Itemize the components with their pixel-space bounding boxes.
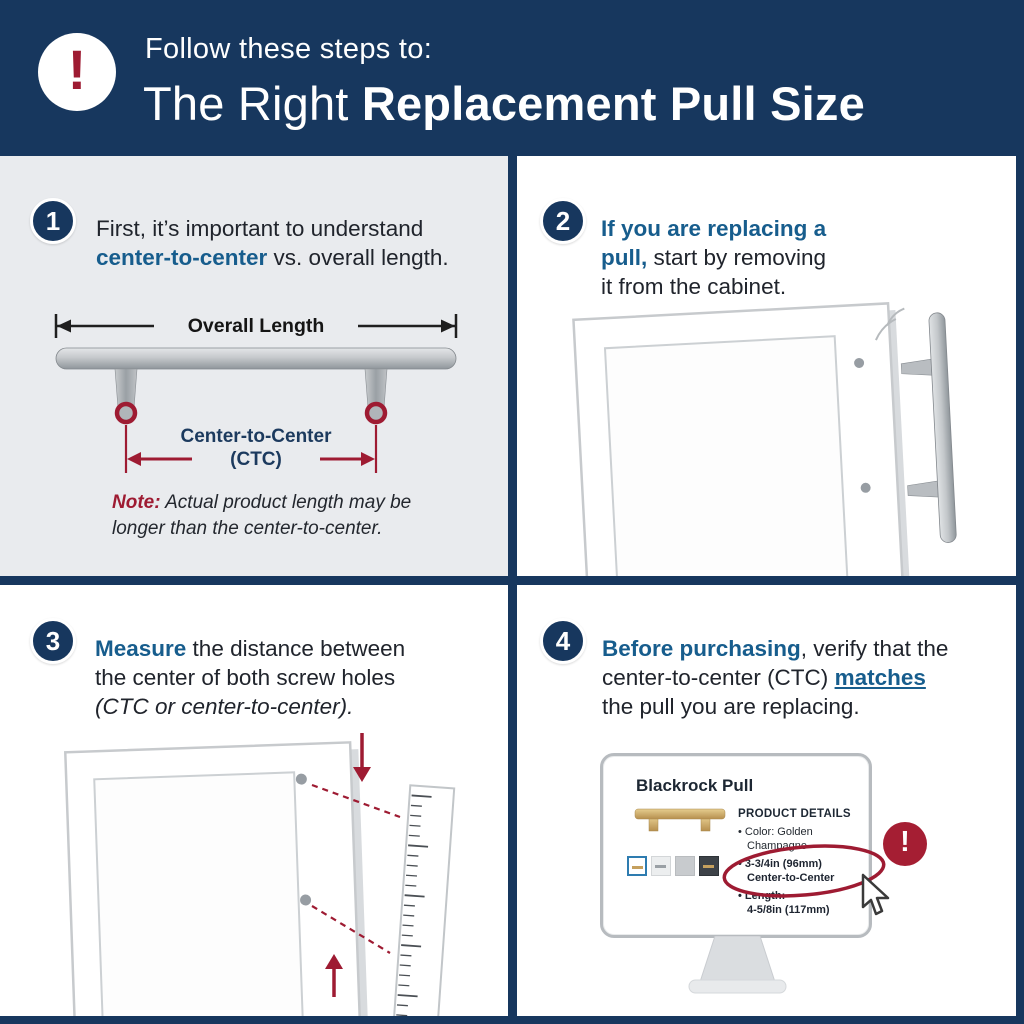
- ctc-label: Center-to-Center: [181, 426, 333, 447]
- step1-text: First, it’s important to understand cent…: [96, 214, 449, 272]
- step1-line2-rest: vs. overall length.: [267, 245, 449, 270]
- step3-measure-term: Measure: [95, 636, 187, 661]
- page-title-bold: Replacement Pull Size: [361, 77, 865, 130]
- note-label: Note:: [112, 492, 161, 513]
- screw-ring-left: [114, 401, 138, 425]
- thumbnail-row: [627, 856, 719, 876]
- ctc-highlight-circle: [722, 844, 886, 898]
- door-inner-panel: [603, 335, 850, 576]
- ruler-body: [392, 784, 456, 1016]
- step2-line3: it from the cabinet.: [601, 274, 787, 299]
- thumbnail-4-pull: [703, 865, 714, 868]
- thumbnail-3: [675, 856, 695, 876]
- measurement-guides: [311, 733, 401, 997]
- horizontal-divider: [0, 576, 1024, 585]
- vertical-divider: [508, 156, 517, 1024]
- step4-line3: the pull you are replacing.: [602, 694, 860, 719]
- step4-before-purchasing: Before purchasing: [602, 636, 801, 661]
- step1-note: Note: Actual product length may be longe…: [112, 490, 432, 542]
- detail-ctc: • 3-3/4in (96mm) Center-to-Center: [738, 858, 835, 884]
- warning-exclamation-mark: !: [900, 826, 910, 858]
- product-name: Blackrock Pull: [636, 776, 754, 795]
- step3-line3: (CTC or center-to-center).: [95, 694, 354, 719]
- overall-length-arrow: [54, 314, 458, 338]
- alert-exclamation-mark: !: [67, 37, 87, 101]
- monitor-stand: [688, 936, 787, 994]
- cabinet-door: [572, 302, 957, 576]
- thumbnail-2: [651, 856, 671, 876]
- step4-number: 4: [555, 625, 571, 656]
- overall-length-label: Overall Length: [188, 315, 325, 337]
- step4-panel: 4 Before purchasing, verify that the cen…: [517, 585, 1016, 1016]
- screw-hole-bottom-2: [300, 894, 312, 906]
- screw-hole-bottom: [860, 482, 871, 493]
- step3-line2: the center of both screw holes: [95, 665, 396, 690]
- door2-inner-panel: [93, 771, 305, 1016]
- measuring-illustration: [63, 733, 456, 1016]
- step1-number-badge: 1: [30, 198, 76, 244]
- removed-pull: [875, 307, 957, 543]
- step2-text: If you are replacing a pull, start by re…: [601, 214, 826, 301]
- step2-number: 2: [555, 205, 571, 236]
- step4-matches-term: matches: [834, 665, 926, 690]
- pull-bar: [55, 347, 457, 370]
- step3-line1-rest: the distance between: [186, 636, 406, 661]
- step3-number: 3: [45, 625, 61, 656]
- step2-line1: If you are replacing a: [601, 216, 827, 241]
- screw-hole-top-2: [295, 773, 307, 785]
- step1-number: 1: [45, 205, 61, 236]
- bottom-frame-edge: [0, 1016, 1024, 1024]
- header-banner: ! Follow these steps to: The Right Repla…: [0, 0, 1024, 156]
- page-title: The Right Replacement Pull Size: [143, 76, 865, 131]
- thumbnail-2-pull: [655, 865, 666, 868]
- step2-line2-bold: pull,: [601, 245, 648, 270]
- screw-ring-right: [364, 401, 388, 425]
- step4-number-badge: 4: [540, 618, 586, 664]
- product-details-header: PRODUCT DETAILS: [738, 808, 851, 820]
- thumbnail-4: [699, 856, 719, 876]
- step1-ctc-term: center-to-center: [96, 245, 268, 270]
- ruler-major-ticks: [397, 794, 432, 998]
- step1-line1: First, it’s important to understand: [96, 216, 424, 241]
- monitor-illustration: Blackrock Pull PRODUCT DETAILS: [600, 753, 872, 938]
- step3-number-badge: 3: [30, 618, 76, 664]
- cabinet-pull-removal-illustration: [572, 302, 957, 576]
- thumbnail-1-pull: [632, 866, 643, 869]
- step3-panel: 3 Measure the distance between the cente…: [0, 585, 508, 1016]
- note-text: Actual product length may be longer than…: [112, 492, 412, 539]
- ruler: [392, 784, 456, 1016]
- page-title-regular: The Right: [143, 77, 362, 130]
- thumbnail-1: [627, 856, 647, 876]
- cabinet-door-2: [63, 741, 369, 1016]
- right-frame-edge: [1016, 156, 1024, 1024]
- warning-exclamation-icon: !: [883, 822, 927, 866]
- pull-measurement-diagram: Overall Length Center-to-Center (CTC): [54, 314, 458, 473]
- step1-panel: 1 First, it’s important to understand ce…: [0, 156, 508, 576]
- step2-panel: 2 If you are replacing a pull, start by …: [517, 156, 1016, 576]
- header-intro-text: Follow these steps to:: [145, 33, 433, 65]
- alert-exclamation-icon: !: [38, 33, 116, 111]
- step4-text: Before purchasing, verify that the cente…: [602, 634, 948, 721]
- step2-line2-rest: start by removing: [647, 245, 827, 270]
- cursor-icon: [861, 873, 890, 916]
- step2-number-badge: 2: [540, 198, 586, 244]
- ctc-abbr-label: (CTC): [230, 449, 282, 470]
- step3-text: Measure the distance between the center …: [95, 634, 405, 721]
- step4-line2-rest: center-to-center (CTC): [602, 665, 835, 690]
- screw-hole-top: [854, 357, 865, 368]
- golden-pull-image: [634, 808, 726, 832]
- ctc-arrows: [124, 425, 378, 473]
- step4-line1-rest: , verify that the: [800, 636, 949, 661]
- ruler-minor-ticks: [396, 804, 422, 1016]
